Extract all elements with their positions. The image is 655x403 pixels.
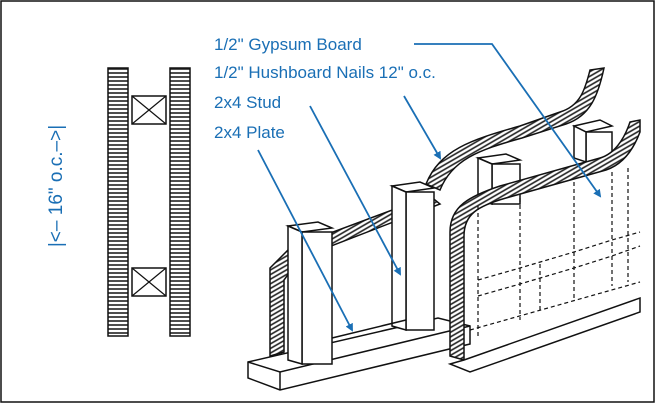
spacing-label: |<– 16" o.c.–>| [46, 125, 67, 247]
hushboard-nails-label: 1/2" Hushboard Nails 12" o.c. [214, 63, 436, 82]
panel-base [447, 296, 641, 373]
hidden-stud-lines [469, 168, 641, 336]
stud-label: 2x4 Stud [214, 93, 281, 112]
bottom-plate [247, 317, 471, 391]
perspective-view [247, 67, 641, 391]
stud-2 [389, 181, 437, 331]
leader-lines [257, 43, 602, 332]
plate-label: 2x4 Plate [214, 123, 285, 142]
gypsum-board-leader [414, 43, 602, 198]
plan-left-gypsum [107, 67, 129, 337]
stud-1 [285, 221, 335, 365]
plan-view [107, 67, 191, 337]
hushboard-nails-leader [403, 95, 442, 160]
plan-right-gypsum [169, 67, 191, 337]
gypsum-board-upper [425, 67, 605, 191]
gypsum-board-label: 1/2" Gypsum Board [214, 35, 362, 54]
stud-leader [309, 105, 401, 276]
plate-leader [257, 149, 353, 332]
